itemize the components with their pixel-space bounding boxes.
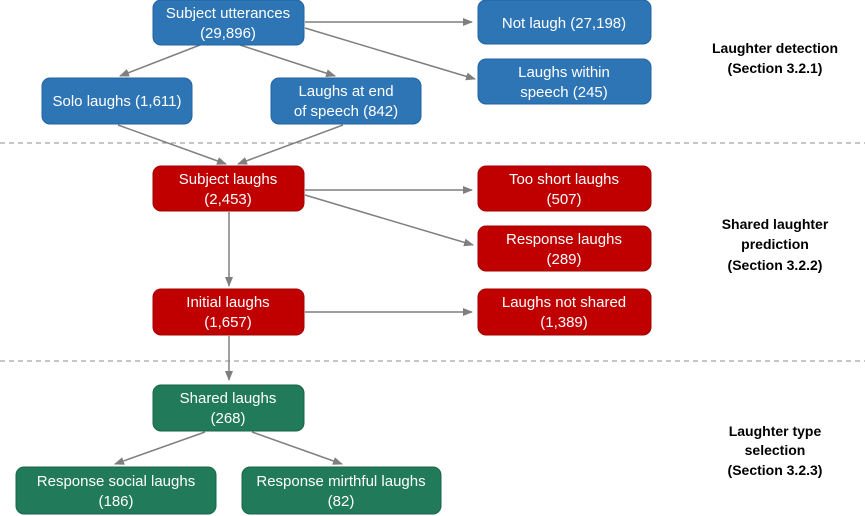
node-response-social-laughs: Response social laughs (186) xyxy=(15,466,217,515)
section-label-type: Laughter type selection (Section 3.2.3) xyxy=(728,423,823,478)
node-label-line1: Laughs not shared xyxy=(502,294,626,311)
node-box xyxy=(241,466,442,515)
node-label-line2: (2,453) xyxy=(204,191,252,208)
node-label-line2: (1,657) xyxy=(204,314,252,331)
arrow-subject-to-response xyxy=(304,194,474,247)
node-subject-utterances: Subject utterances (29,896) xyxy=(152,0,305,46)
arrow-utterances-to-end-speech xyxy=(239,44,336,78)
node-label-line2: speech (245) xyxy=(520,84,608,101)
node-response-mirthful-laughs: Response mirthful laughs (82) xyxy=(241,466,442,515)
node-label-line1: Too short laughs xyxy=(509,171,619,188)
node-box xyxy=(152,0,305,46)
node-label-line2: (29,896) xyxy=(200,25,256,42)
arrow-shared-to-mirthful xyxy=(251,431,343,465)
section-label-line2: prediction xyxy=(741,236,809,252)
node-box xyxy=(152,384,305,432)
section-label-line1: Laughter type xyxy=(729,423,822,439)
section-label-line1: Laughter detection xyxy=(712,40,838,56)
node-box xyxy=(477,0,652,45)
node-label-line1: Response social laughs xyxy=(37,473,195,490)
node-label-line1: Laughs at end xyxy=(298,83,393,100)
node-subject-laughs: Subject laughs (2,453) xyxy=(152,165,305,212)
node-solo-laughs: Solo laughs (1,611) xyxy=(41,77,193,125)
node-box xyxy=(152,288,305,336)
node-label-line1: Solo laughs (1,611) xyxy=(53,93,182,110)
node-laughs-within-speech: Laughs within speech (245) xyxy=(477,58,652,105)
node-label-line2: of speech (842) xyxy=(294,103,398,120)
section-label-line2: selection xyxy=(745,442,806,458)
section-label-line3: (Section 3.2.3) xyxy=(728,462,823,478)
node-label-line2: (289) xyxy=(546,251,581,268)
section-label-line2: (Section 3.2.1) xyxy=(728,60,823,76)
node-box xyxy=(15,466,217,515)
node-label-line1: Subject utterances xyxy=(166,5,290,22)
arrow-end-speech-to-subject xyxy=(237,124,344,165)
node-response-laughs: Response laughs (289) xyxy=(477,225,652,272)
node-box xyxy=(477,58,652,105)
section-label-detection: Laughter detection (Section 3.2.1) xyxy=(712,40,838,76)
node-label-line2: (507) xyxy=(546,191,581,208)
node-label-line1: Initial laughs xyxy=(186,294,269,311)
node-label-line1: Laughs within xyxy=(518,64,610,81)
arrow-shared-to-social xyxy=(114,431,206,465)
section-label-line3: (Section 3.2.2) xyxy=(728,257,823,273)
node-box xyxy=(270,77,422,125)
node-box xyxy=(41,77,193,125)
node-not-laugh: Not laugh (27,198) xyxy=(477,0,652,45)
node-box xyxy=(152,165,305,212)
node-box xyxy=(477,288,652,336)
node-initial-laughs: Initial laughs (1,657) xyxy=(152,288,305,336)
node-label-line2: (82) xyxy=(328,493,355,510)
node-label-line1: Not laugh (27,198) xyxy=(502,15,626,32)
node-box xyxy=(477,225,652,272)
section-label-prediction: Shared laughter prediction (Section 3.2.… xyxy=(722,216,829,273)
node-label-line1: Shared laughs xyxy=(180,390,277,407)
node-label-line2: (186) xyxy=(98,493,133,510)
node-too-short-laughs: Too short laughs (507) xyxy=(477,165,652,212)
node-label-line1: Subject laughs xyxy=(179,171,277,188)
node-laughs-end-speech: Laughs at end of speech (842) xyxy=(270,77,422,125)
section-label-line1: Shared laughter xyxy=(722,216,829,232)
connectors xyxy=(114,18,476,465)
node-shared-laughs: Shared laughs (268) xyxy=(152,384,305,432)
node-label-line1: Response laughs xyxy=(506,231,622,248)
node-label-line2: (1,389) xyxy=(540,314,588,331)
node-box xyxy=(477,165,652,212)
node-laughs-not-shared: Laughs not shared (1,389) xyxy=(477,288,652,336)
node-label-line1: Response mirthful laughs xyxy=(256,473,425,490)
arrow-solo-to-subject xyxy=(117,124,227,165)
node-label-line2: (268) xyxy=(210,410,245,427)
arrow-utterances-to-within-speech xyxy=(304,27,476,81)
arrow-utterances-to-solo xyxy=(119,44,201,77)
